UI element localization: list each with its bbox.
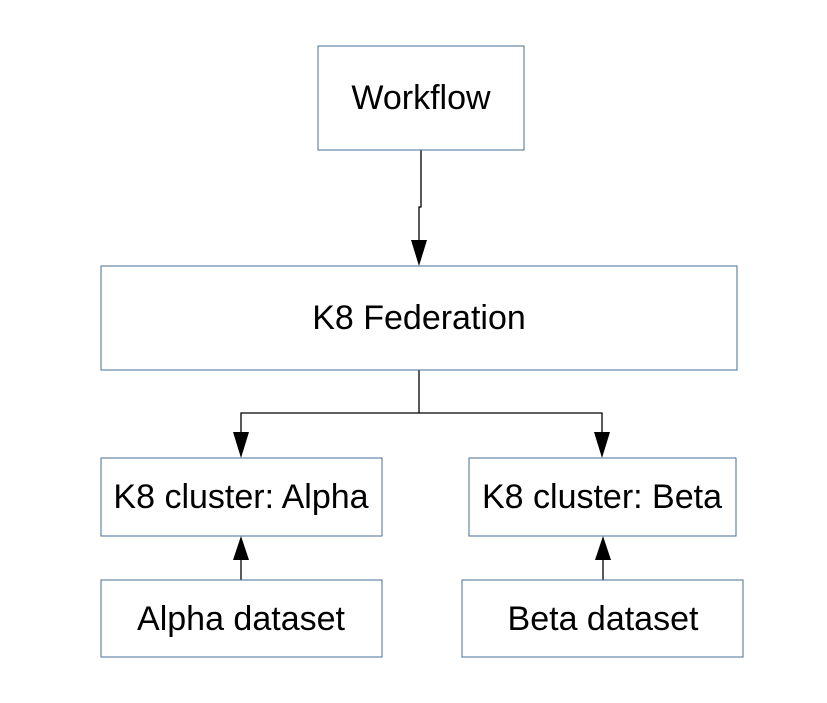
edge-line <box>418 150 422 240</box>
edge-workflow-to-federation <box>411 150 427 266</box>
arrow-head <box>233 432 249 458</box>
node-label-workflow: Workflow <box>351 79 491 117</box>
edge-federation-to-clusters <box>233 370 610 458</box>
node-k8-federation: K8 Federation <box>100 265 738 371</box>
edge-beta-dataset-to-cluster <box>595 536 611 580</box>
edge-alpha-dataset-to-cluster <box>233 536 249 580</box>
node-workflow: Workflow <box>317 45 525 151</box>
node-label-beta-dataset: Beta dataset <box>508 600 699 638</box>
node-label-federation: K8 Federation <box>312 299 526 337</box>
node-box <box>468 457 737 537</box>
node-k8-cluster-beta: K8 cluster: Beta <box>468 457 737 537</box>
node-label-alpha-dataset: Alpha dataset <box>137 600 345 638</box>
node-beta-dataset: Beta dataset <box>461 579 744 658</box>
diagram-edges <box>233 150 611 580</box>
arrow-head <box>411 240 427 266</box>
node-alpha-dataset: Alpha dataset <box>100 579 383 658</box>
node-label-cluster-alpha: K8 cluster: Alpha <box>113 478 368 516</box>
node-box <box>100 579 383 658</box>
node-box <box>461 579 744 658</box>
arrow-head <box>595 536 611 560</box>
edge-line <box>240 412 603 432</box>
arrow-head <box>594 432 610 458</box>
node-box <box>100 457 383 537</box>
node-k8-cluster-alpha: K8 cluster: Alpha <box>100 457 383 537</box>
arrow-head <box>233 536 249 560</box>
node-label-cluster-beta: K8 cluster: Beta <box>482 478 722 516</box>
node-box <box>100 265 738 371</box>
node-box <box>317 45 525 151</box>
